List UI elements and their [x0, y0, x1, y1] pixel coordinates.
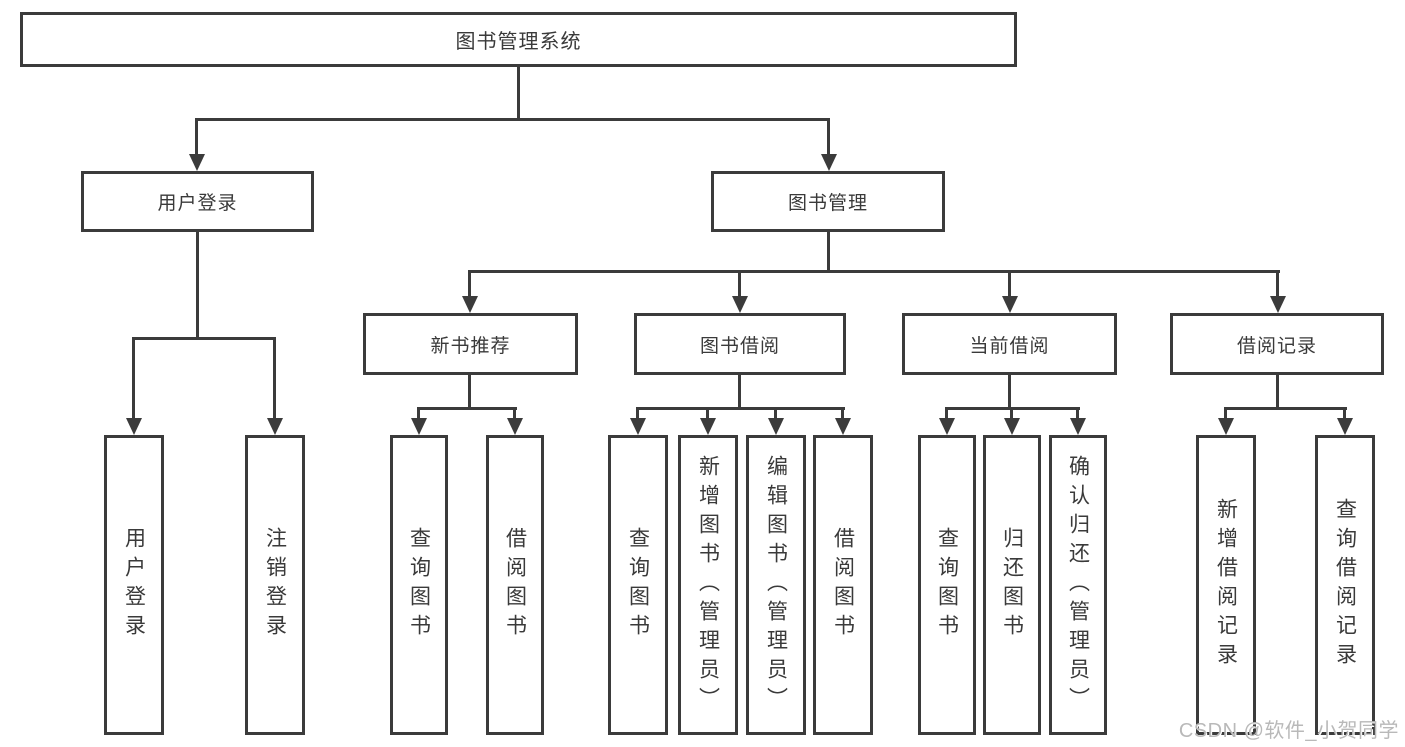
leaf-query-borrow-record: 查询借阅记录: [1315, 435, 1375, 735]
leaf-query-books-recommend-label: 查询图书: [407, 527, 431, 643]
connector-line: [1008, 270, 1011, 300]
connector-line: [517, 64, 520, 121]
leaf-query-books-current-label: 查询图书: [935, 527, 959, 643]
leaf-return-books: 归还图书: [983, 435, 1041, 735]
arrow-down-icon: [411, 418, 427, 435]
csdn-watermark: CSDN @软件_小贺同学: [1178, 720, 1399, 742]
connector-line: [513, 407, 516, 421]
node-book-borrow-label: 图书借阅: [699, 335, 780, 357]
connector-line: [738, 373, 741, 409]
arrow-down-icon: [732, 296, 748, 313]
arrow-down-icon: [507, 418, 523, 435]
arrow-down-icon: [1002, 296, 1018, 313]
leaf-query-books-borrow-label: 查询图书: [626, 527, 650, 643]
leaf-edit-books-admin: 编辑图书（管理员）: [746, 435, 806, 735]
node-current-borrow: 当前借阅: [902, 313, 1117, 375]
connector-line: [417, 407, 517, 410]
connector-line: [827, 230, 830, 271]
leaf-query-books-current: 查询图书: [918, 435, 976, 735]
arrow-down-icon: [267, 418, 283, 435]
leaf-confirm-return-admin: 确认归还（管理员）: [1049, 435, 1107, 735]
leaf-add-books-admin: 新增图书（管理员）: [678, 435, 738, 735]
node-book-borrow: 图书借阅: [634, 313, 846, 375]
leaf-borrow-books-recommend-label: 借阅图书: [503, 527, 527, 643]
arrow-down-icon: [939, 418, 955, 435]
connector-line: [196, 230, 199, 338]
leaf-borrow-books-borrow: 借阅图书: [813, 435, 873, 735]
arrow-down-icon: [126, 418, 142, 435]
leaf-logout-label: 注销登录: [263, 527, 287, 643]
connector-line: [945, 407, 948, 421]
arrow-down-icon: [835, 418, 851, 435]
node-borrow-records-label: 借阅记录: [1236, 335, 1317, 357]
connector-line: [273, 337, 276, 421]
connector-line: [1224, 407, 1347, 410]
connector-line: [417, 407, 420, 421]
leaf-add-books-admin-label: 新增图书（管理员）: [696, 454, 720, 716]
connector-line: [1076, 407, 1079, 421]
connector-line: [195, 118, 198, 158]
leaf-add-borrow-record: 新增借阅记录: [1196, 435, 1256, 735]
node-user-login: 用户登录: [81, 171, 314, 232]
connector-line: [132, 337, 135, 421]
connector-line: [1276, 270, 1279, 300]
connector-line: [468, 270, 1280, 273]
leaf-user-login-label: 用户登录: [122, 527, 146, 643]
node-new-book-recommend: 新书推荐: [363, 313, 578, 375]
connector-line: [1276, 373, 1279, 409]
connector-line: [636, 407, 639, 421]
leaf-borrow-books-borrow-label: 借阅图书: [831, 527, 855, 643]
arrow-down-icon: [1337, 418, 1353, 435]
arrow-down-icon: [462, 296, 478, 313]
arrow-down-icon: [1270, 296, 1286, 313]
connector-line: [468, 270, 471, 300]
connector-line: [1010, 407, 1013, 421]
leaf-return-books-label: 归还图书: [1000, 527, 1024, 643]
leaf-confirm-return-admin-label: 确认归还（管理员）: [1066, 454, 1090, 716]
arrow-down-icon: [1218, 418, 1234, 435]
connector-line: [1008, 373, 1011, 409]
node-user-login-label: 用户登录: [157, 193, 238, 214]
leaf-user-login: 用户登录: [104, 435, 164, 735]
arrow-down-icon: [1004, 418, 1020, 435]
connector-line: [774, 407, 777, 421]
connector-line: [1224, 407, 1227, 421]
node-borrow-records: 借阅记录: [1170, 313, 1384, 375]
arrow-down-icon: [630, 418, 646, 435]
arrow-down-icon: [1070, 418, 1086, 435]
leaf-query-books-borrow: 查询图书: [608, 435, 668, 735]
connector-line: [1343, 407, 1346, 421]
connector-line: [841, 407, 844, 421]
connector-line: [195, 118, 830, 121]
leaf-add-borrow-record-label: 新增借阅记录: [1214, 498, 1238, 672]
node-current-borrow-label: 当前借阅: [969, 335, 1050, 357]
connector-line: [706, 407, 709, 421]
node-book-management-system-label: 图书管理系统: [455, 31, 582, 53]
leaf-edit-books-admin-label: 编辑图书（管理员）: [764, 454, 788, 716]
connector-line: [827, 118, 830, 158]
node-book-management-system: 图书管理系统: [20, 12, 1017, 67]
node-book-management: 图书管理: [711, 171, 945, 232]
arrow-down-icon: [189, 154, 205, 171]
connector-line: [738, 270, 741, 300]
leaf-query-borrow-record-label: 查询借阅记录: [1333, 498, 1357, 672]
leaf-query-books-recommend: 查询图书: [390, 435, 448, 735]
arrow-down-icon: [700, 418, 716, 435]
arrow-down-icon: [821, 154, 837, 171]
arrow-down-icon: [768, 418, 784, 435]
node-book-management-label: 图书管理: [787, 193, 868, 214]
leaf-borrow-books-recommend: 借阅图书: [486, 435, 544, 735]
connector-line: [132, 337, 276, 340]
leaf-logout: 注销登录: [245, 435, 305, 735]
connector-line: [468, 373, 471, 409]
connector-line: [636, 407, 845, 410]
node-new-book-recommend-label: 新书推荐: [430, 335, 511, 357]
